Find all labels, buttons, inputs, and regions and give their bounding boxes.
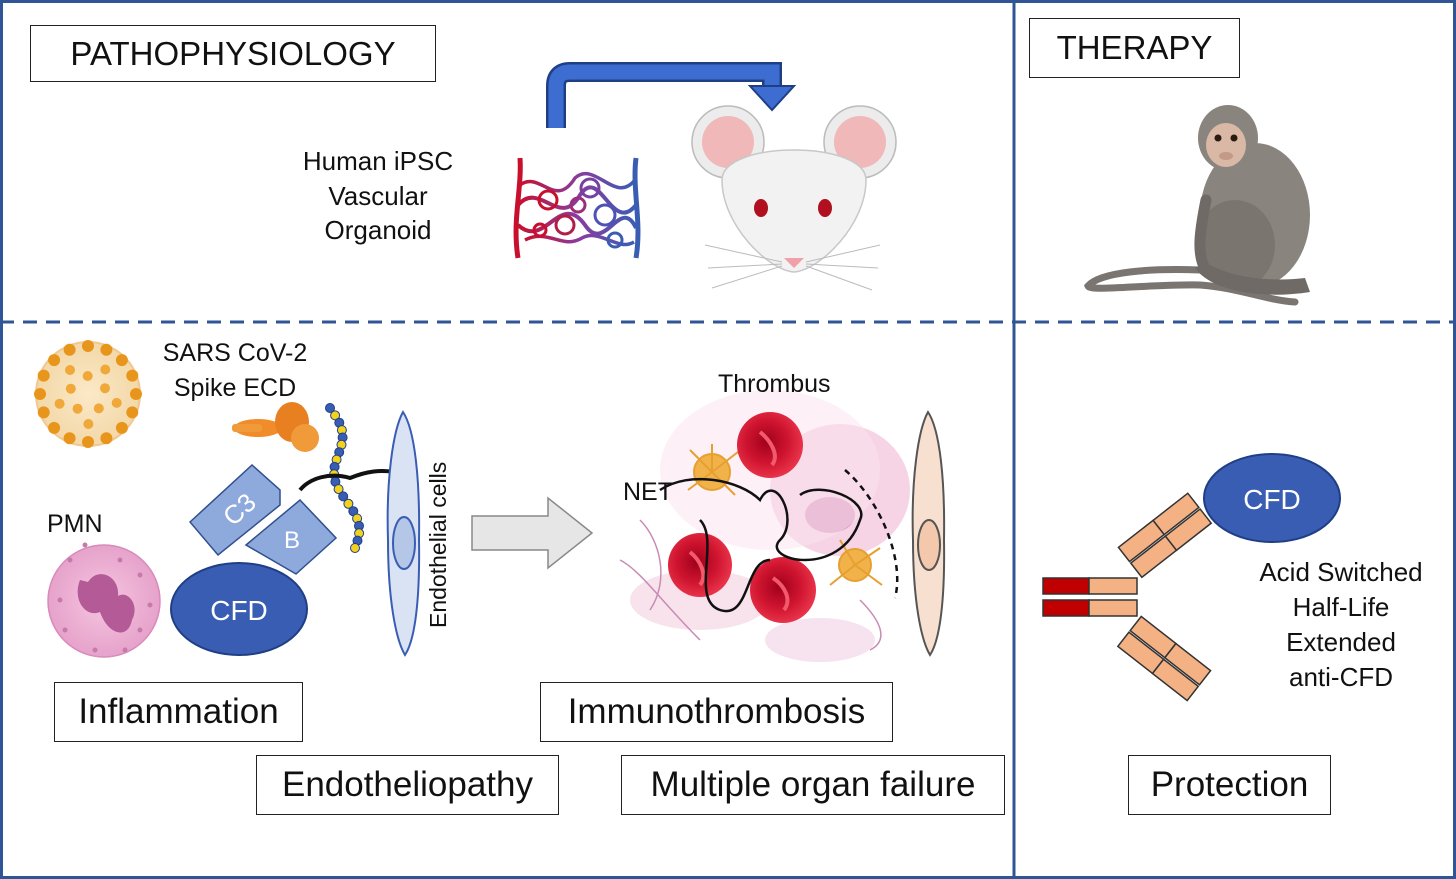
fibrin-strand (298, 469, 406, 492)
virus-spike (48, 354, 61, 367)
virus-label-line1: SARS CoV-2 (162, 339, 308, 367)
immunothrombosis-box: Immunothrombosis (540, 682, 893, 742)
pmn-granule (117, 557, 123, 563)
therapy-cfd-molecule: CFD (1203, 453, 1341, 543)
thrombus-illustration (619, 390, 910, 662)
virus-spike (37, 406, 50, 419)
virus-label-line2: Spike ECD (173, 374, 297, 402)
pmn-granule (62, 627, 68, 633)
damaged-endothelial-cell-illustration (911, 410, 946, 657)
pmn-cell-illustration (47, 542, 161, 658)
pmn-label: PMN (47, 510, 103, 538)
virus-illustration (34, 340, 142, 448)
virus-spike (48, 421, 61, 434)
protection-box: Protection (1128, 755, 1331, 815)
antibody-label-line4: anti-CFD (1288, 662, 1393, 693)
virus-surface-protein (111, 397, 122, 408)
virus-spike (115, 421, 128, 434)
antibody-label-line3: Extended (1286, 627, 1396, 658)
virus-surface-protein (100, 383, 110, 394)
thrombus-label: Thrombus (718, 370, 831, 398)
organoid-label: Human iPSC Vascular Organoid (278, 144, 478, 248)
antibody-label: Acid Switched Half-Life Extended anti-CF… (1232, 555, 1450, 695)
receptor-bead (350, 543, 360, 553)
virus-spike (115, 354, 128, 367)
pmn-granule (137, 572, 143, 578)
virus-spike (37, 369, 50, 382)
antibody-label-line1: Acid Switched (1259, 557, 1423, 587)
virus-surface-protein (65, 383, 76, 394)
organoid-label-line3: Organoid (324, 215, 432, 246)
mouse-illustration (691, 105, 897, 291)
spike-ecd-illustration (232, 402, 319, 452)
pmn-granule (122, 647, 128, 653)
organ-failure-box: Multiple organ failure (621, 755, 1005, 815)
virus-spike (126, 369, 139, 382)
inflammation-box: Inflammation (54, 682, 303, 742)
virus-surface-protein (93, 403, 104, 414)
therapy-cfd-label: CFD (1243, 484, 1301, 515)
receptor-bead (333, 484, 344, 495)
anti-cfd-antibody-illustration (1042, 492, 1213, 702)
receptor-bead (330, 410, 341, 421)
progression-arrow (471, 496, 594, 570)
pmn-granule (82, 542, 88, 548)
factor-b-label: B (284, 527, 300, 554)
virus-surface-protein (65, 365, 75, 375)
receptor-bead (338, 491, 349, 502)
receptor-bead (343, 498, 354, 509)
cfd-label: CFD (210, 595, 268, 626)
virus-surface-protein (100, 364, 111, 375)
pmn-granule (57, 597, 63, 603)
virus-spike (100, 432, 113, 445)
endothelial-cells-label: Endothelial cells (425, 462, 451, 628)
transfer-arrow (546, 62, 797, 128)
pathophysiology-title: PATHOPHYSIOLOGY (30, 25, 436, 82)
virus-spike (63, 343, 76, 356)
pmn-granule (92, 647, 98, 653)
virus-spike (34, 388, 46, 400)
virus-spike (63, 432, 76, 445)
virus-spike (82, 436, 94, 448)
virus-spike (82, 340, 94, 352)
endotheliopathy-box: Endotheliopathy (256, 755, 559, 815)
virus-surface-protein (72, 403, 83, 414)
therapy-title: THERAPY (1029, 18, 1240, 78)
organoid-label-line2: Vascular (328, 180, 428, 211)
net-label: NET (623, 478, 673, 506)
vascular-organoid-illustration (513, 157, 641, 259)
cfd-molecule: CFD (170, 562, 308, 656)
factor-b-shape: B (244, 498, 338, 575)
virus-surface-protein (54, 398, 65, 409)
pmn-granule (147, 602, 153, 608)
virus-spike (126, 406, 139, 419)
organoid-label-line1: Human iPSC (302, 146, 454, 176)
c3-complement-shape: C3 (188, 463, 281, 557)
virus-spike (100, 343, 113, 356)
endothelial-cell-illustration (386, 410, 421, 657)
pmn-granule (67, 557, 73, 563)
virus-surface-protein (82, 371, 93, 381)
receptor-bead (325, 403, 335, 413)
virus-label: SARS CoV-2 Spike ECD (140, 336, 330, 406)
antibody-label-line2: Half-Life (1292, 592, 1390, 623)
virus-spike (130, 388, 142, 400)
virus-surface-protein (83, 419, 94, 429)
monkey-illustration (1084, 105, 1310, 306)
pmn-granule (137, 627, 143, 633)
